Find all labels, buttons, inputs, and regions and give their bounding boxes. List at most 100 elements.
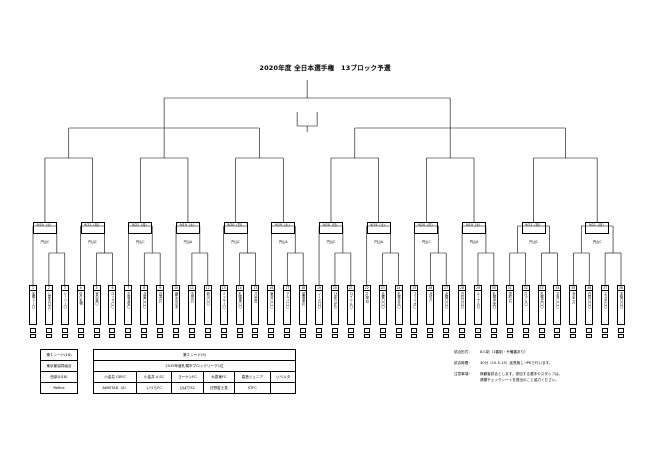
match-date: 9/21（月） [84,223,101,227]
team-seed-number: 38 [618,286,624,292]
team-name: 麻生山の手 [174,292,179,309]
team-seed-number: 3 [61,286,68,292]
match-venue: 円山C [529,240,538,244]
score-box [474,334,481,338]
team-seed-number: 29 [474,286,481,292]
score-box [141,328,148,333]
score-box [125,328,132,333]
team-seed-number: 19 [316,286,323,292]
second-seed-cell: ひばりSC [170,382,204,394]
score-box [61,328,68,333]
match-box [223,222,248,234]
team-name: 北郷〇〇〇 [380,292,385,309]
team-seed-number: 32 [522,286,529,292]
team-seed-number: 12 [204,286,211,292]
team-seed-number: 37 [602,286,609,292]
score-box [427,328,434,333]
second-seed-cell [269,382,297,394]
match-venue: 円山A [469,240,479,244]
team-name: 札幌中央〇 [491,292,496,309]
match-date: 9/20（日） [417,223,435,227]
score-box [490,328,497,333]
team-seed-number: 10 [173,286,180,292]
team-seed-number: 27 [443,286,450,292]
team-seed-number: 1 [30,286,36,292]
team-name: 月寒SC [158,292,163,304]
team-name: FC西岡 [253,292,258,304]
score-box [30,328,36,333]
rule-label: 注意事項： [454,372,472,376]
team-name: 清田SC [189,292,194,304]
score-box [173,334,180,338]
team-name: 平岸〇〇〇 [555,292,560,309]
score-box [188,334,195,338]
team-seed-number: 30 [490,286,497,292]
score-box [586,328,593,333]
score-box [395,328,402,333]
score-box [252,334,259,338]
score-box [157,334,164,338]
team-seed-number: 20 [331,286,338,292]
team-seed-number: 17 [284,286,291,292]
first-seed-header: 第１シード(16) [40,349,78,361]
team-name: 札幌真栄〇 [126,292,131,309]
rule-text: 無観客試合とします。参加する選手やスタッフは、 [480,372,563,376]
second-seed-cell: いづらFC [136,382,172,394]
team-seed-number: 24 [395,286,402,292]
score-box [284,328,291,333]
second-seed-cell: リベルタ [269,371,297,383]
match-date: 9/20（日） [227,223,244,227]
score-box [173,328,180,333]
team-name: 東北〇〇〇 [269,292,274,309]
score-box [141,334,148,338]
match-date: 9/21（月） [588,223,606,227]
match-box [414,222,439,234]
score-box [522,328,529,333]
score-box [204,334,211,338]
team-seed-number: 35 [570,286,577,292]
second-seed-cell: 小金井 GRFC [92,371,138,383]
rule-row: 試合形式： 8人制（1審制・予備審あり） [454,350,624,355]
match-box [175,222,200,234]
rule-label: 試合形式： [454,350,472,354]
score-box [45,334,52,338]
match-venue: 円山C [231,240,240,244]
match-box [585,222,610,234]
team-name: ルーテル〇 [475,292,480,309]
team-seed-number: 6 [109,286,116,292]
match-date: 9/19（土） [36,223,54,227]
score-box [427,334,434,338]
score-box [459,328,466,333]
match-date: 9/19（土） [274,223,292,227]
score-box [506,328,513,333]
score-box [109,334,116,338]
score-box [347,334,354,338]
score-box [586,334,593,338]
team-name: 北SFC [428,292,433,302]
match-venue: 円山C [40,240,50,244]
score-box [459,334,466,338]
score-box [522,334,529,338]
score-box [157,328,164,333]
score-box [109,328,116,333]
second-seed-header: 第２シード(9) [93,349,296,361]
score-box [347,328,354,333]
team-name: 星置東SC [301,292,306,307]
team-seed-number: 8 [141,286,148,292]
team-seed-number: 33 [538,286,545,292]
